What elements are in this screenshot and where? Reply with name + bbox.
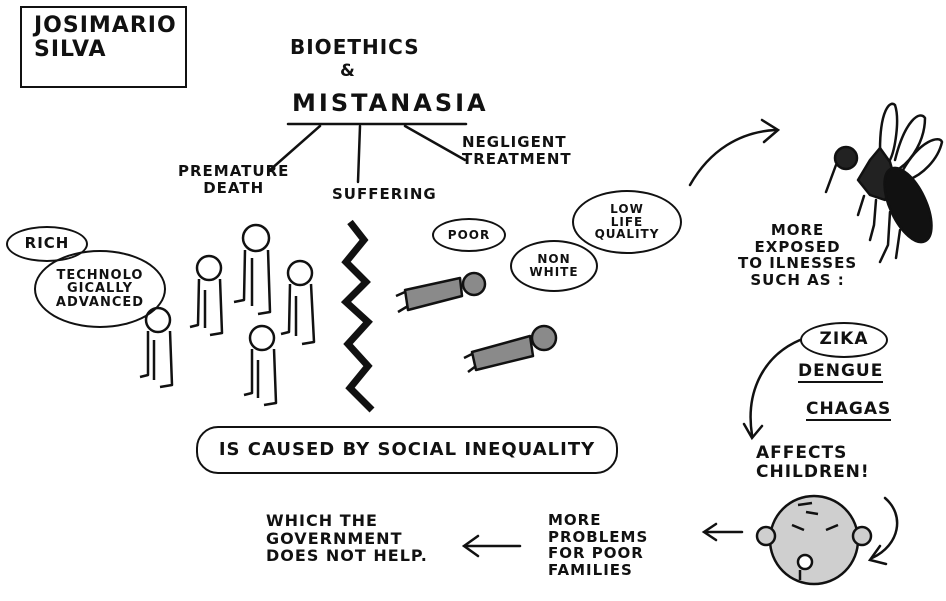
poor-figure-1 bbox=[395, 271, 487, 314]
baby-face bbox=[755, 494, 873, 586]
rich-figure-5 bbox=[243, 324, 278, 407]
arrow-affects-to-baby bbox=[867, 496, 899, 566]
exposed-text: MORE EXPOSED TO ILNESSES SUCH AS : bbox=[738, 221, 858, 289]
arrow-problems-to-government bbox=[461, 534, 522, 558]
more-problems-text: MORE PROBLEMS FOR POOR FAMILIES bbox=[548, 511, 649, 579]
dengue-label: DENGUE bbox=[798, 361, 884, 383]
arrow-baby-to-problems bbox=[701, 522, 744, 542]
title-mistanasia: MISTANASIA bbox=[292, 89, 489, 117]
arrow-zika-to-affects bbox=[742, 338, 802, 441]
low-life-quality-bubble: LOW LIFE QUALITY bbox=[572, 190, 682, 254]
title-bioethics: BIOETHICS bbox=[290, 35, 420, 59]
poor-figure-2 bbox=[463, 324, 558, 373]
rich-figure-2 bbox=[189, 254, 224, 337]
rich-figure-4 bbox=[139, 306, 174, 389]
non-white-bubble: NON WHITE bbox=[510, 240, 598, 292]
branch-premature-death: PREMATURE DEATH bbox=[178, 162, 290, 197]
mosquito-drawing bbox=[824, 102, 944, 264]
poor-figures bbox=[395, 271, 558, 373]
arrow-to-mosquito bbox=[688, 118, 781, 187]
zigzag-divider bbox=[340, 219, 375, 413]
government-text: WHICH THE GOVERNMENT DOES NOT HELP. bbox=[266, 511, 428, 566]
rich-figure-1 bbox=[233, 223, 272, 316]
cause-banner: IS CAUSED BY SOCIAL INEQUALITY bbox=[196, 426, 618, 474]
rich-figures bbox=[139, 223, 316, 407]
branch-suffering: SUFFERING bbox=[332, 185, 437, 203]
author-name: JOSIMARIO SILVA bbox=[34, 13, 177, 63]
author-box: JOSIMARIO SILVA bbox=[20, 6, 187, 88]
branch-negligent-treatment: NEGLIGENT TREATMENT bbox=[462, 133, 572, 168]
rich-bubble: RICH bbox=[6, 226, 88, 262]
tech-advanced-bubble: TECHNOLO GICALLY ADVANCED bbox=[34, 250, 166, 328]
poor-bubble: POOR bbox=[432, 218, 506, 252]
zika-bubble: ZIKA bbox=[800, 322, 888, 358]
rich-figure-3 bbox=[280, 259, 316, 346]
title-branch-lines bbox=[268, 122, 468, 184]
chagas-label: CHAGAS bbox=[806, 399, 892, 421]
affects-children-text: AFFECTS CHILDREN! bbox=[756, 443, 870, 482]
title-ampersand: & bbox=[340, 61, 356, 81]
